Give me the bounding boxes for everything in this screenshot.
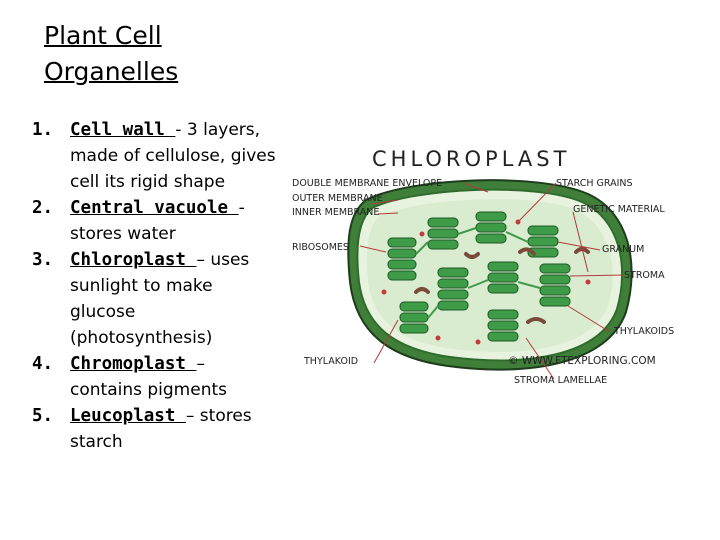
ribosomes bbox=[381, 219, 591, 345]
chloroplast-illustration: CHLOROPLAST bbox=[292, 147, 674, 386]
label-genetic-material: GENETIC MATERIAL bbox=[573, 204, 665, 215]
item-description: - stores water bbox=[70, 198, 245, 244]
list-item: 4. Chromoplast – contains pigments bbox=[32, 351, 282, 403]
label-leader-lines bbox=[359, 182, 625, 380]
label-stroma-lamellae: STROMA LAMELLAE bbox=[514, 375, 607, 386]
granum-stack bbox=[475, 211, 507, 244]
list-item: 1. Cell wall - 3 layers, made of cellulo… bbox=[32, 117, 282, 195]
label-granum: GRANUM bbox=[602, 244, 644, 255]
item-description: – contains pigments bbox=[70, 354, 227, 400]
item-term: Central vacuole bbox=[70, 198, 239, 218]
diagram-heading: CHLOROPLAST bbox=[372, 147, 570, 171]
stroma-lamellae bbox=[415, 227, 541, 319]
granum-stack bbox=[487, 309, 519, 342]
granum-stack bbox=[427, 217, 459, 250]
title-line-2: Organelles bbox=[44, 57, 179, 86]
slide-title: Plant Cell Organelles bbox=[44, 18, 178, 90]
label-outer-membrane: OUTER MEMBRANE bbox=[292, 193, 383, 204]
list-item: 5. Leucoplast – stores starch bbox=[32, 403, 282, 455]
item-number: 5. bbox=[32, 406, 54, 426]
list-item: 3. Chloroplast – uses sunlight to make g… bbox=[32, 247, 282, 351]
item-number: 3. bbox=[32, 250, 54, 270]
label-inner-membrane: INNER MEMBRANE bbox=[292, 207, 379, 218]
label-ribosomes: RIBOSOMES bbox=[292, 242, 349, 253]
label-double-membrane-envelope: DOUBLE MEMBRANE ENVELOPE bbox=[292, 178, 442, 189]
title-line-1: Plant Cell bbox=[44, 21, 162, 50]
item-term: Chloroplast bbox=[70, 250, 197, 270]
label-thylakoids: THYLAKOIDS bbox=[613, 326, 674, 337]
copyright-text: © WWW.FTEXPLORING.COM bbox=[508, 355, 656, 367]
grana bbox=[387, 211, 571, 342]
item-number: 2. bbox=[32, 198, 54, 218]
item-term: Leucoplast bbox=[70, 406, 186, 426]
organelle-list: 1. Cell wall - 3 layers, made of cellulo… bbox=[32, 117, 282, 455]
granum-stack bbox=[487, 261, 519, 294]
granum-stack bbox=[539, 263, 571, 307]
item-number: 4. bbox=[32, 354, 54, 374]
label-thylakoid: THYLAKOID bbox=[303, 356, 358, 367]
list-item: 2. Central vacuole - stores water bbox=[32, 195, 282, 247]
starch-grains bbox=[414, 247, 590, 324]
label-stroma: STROMA bbox=[624, 270, 665, 281]
item-number: 1. bbox=[32, 120, 54, 140]
item-description: – stores starch bbox=[70, 406, 252, 452]
item-term: Chromoplast bbox=[70, 354, 197, 374]
item-description: - 3 layers, made of cellulose, gives cel… bbox=[70, 120, 276, 192]
granum-stack bbox=[399, 301, 429, 334]
item-description: – uses sunlight to make glucose (photosy… bbox=[70, 250, 250, 348]
label-starch-grains: STARCH GRAINS bbox=[556, 178, 633, 189]
granum-stack bbox=[387, 237, 417, 281]
item-term: Cell wall bbox=[70, 120, 176, 140]
chloroplast-diagram: CHLOROPLAST bbox=[288, 142, 708, 392]
granum-stack bbox=[437, 267, 469, 311]
